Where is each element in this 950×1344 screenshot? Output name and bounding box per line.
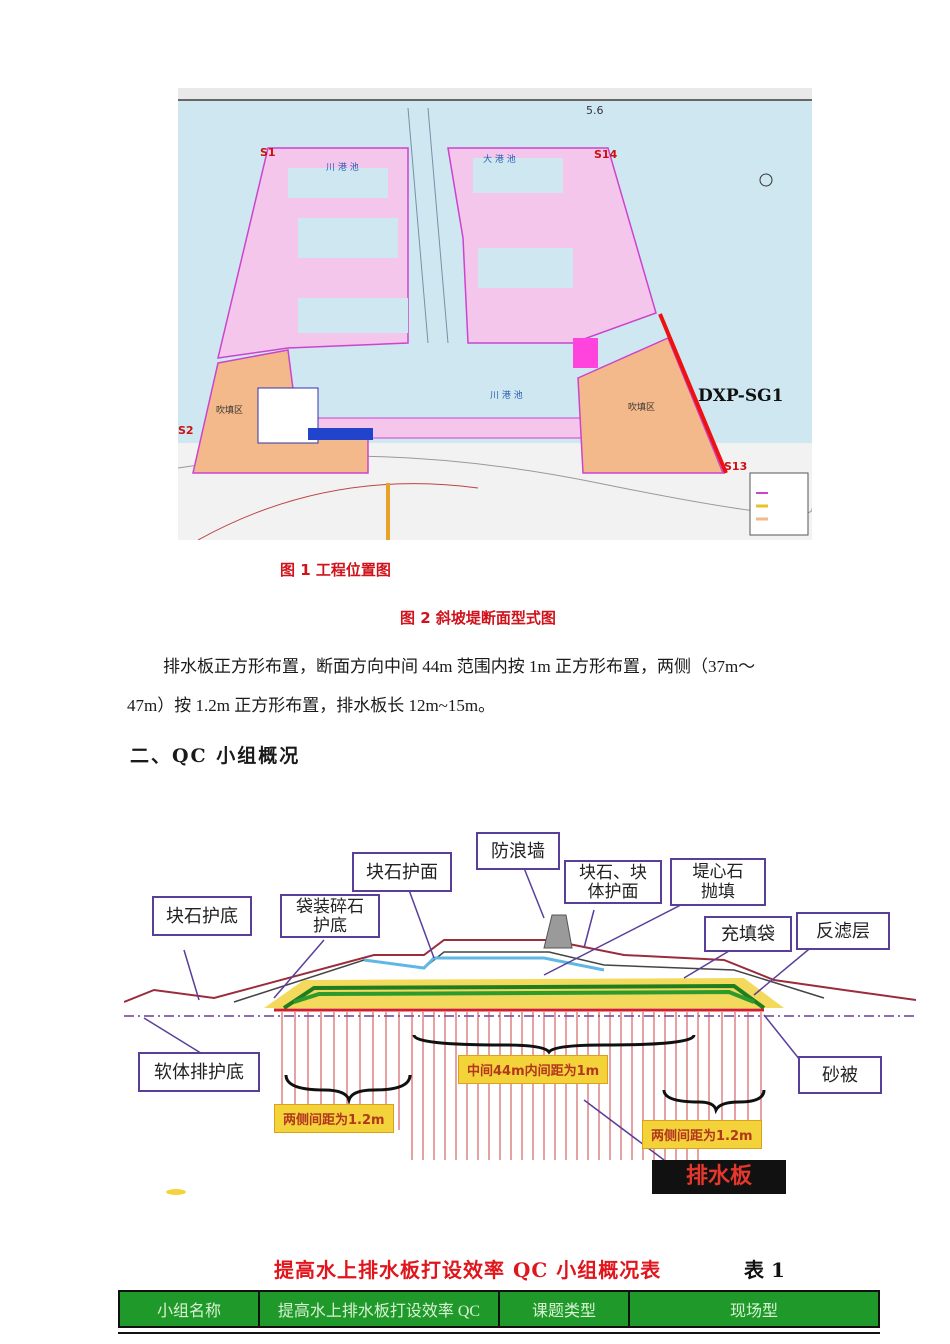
map-point-s13: S13: [724, 460, 748, 473]
spacing-left-label: 两侧间距为1.2m: [274, 1104, 394, 1133]
map-point-s1: S1: [260, 146, 276, 159]
figure1-caption: 图 1 工程位置图: [280, 561, 391, 579]
breakwater-section-diagram: 块石护底 袋装碎石 护底 块石护面 防浪墙 块石、块 体护面 堤心石 抛填 充填…: [123, 830, 917, 1195]
cell-topic-type-value: 现场型: [628, 1290, 880, 1328]
cell-topic-type-label: 课题类型: [498, 1290, 630, 1328]
figure2-caption: 图 2 斜坡堤断面型式图: [400, 609, 556, 627]
map-dock-2: 大 港 池: [483, 155, 516, 165]
label-wave-wall: 防浪墙: [476, 832, 560, 870]
map-point-s14: S14: [594, 148, 618, 161]
map-zone-right: 吹填区: [628, 403, 656, 413]
map-depth-label: 5.6: [586, 104, 604, 117]
label-filter-layer: 反滤层: [796, 912, 890, 950]
cell-group-name-label: 小组名称: [118, 1290, 260, 1328]
paragraph-line-2: 47m）按 1.2m 正方形布置，排水板长 12m~15m。: [127, 696, 496, 715]
label-bagged-gravel: 袋装碎石 护底: [280, 894, 380, 938]
map-dock-3: 川 港 池: [490, 391, 523, 401]
label-block-face: 块石护面: [352, 852, 452, 892]
label-fill-bag: 充填袋: [704, 916, 792, 952]
label-core-stone: 堤心石 抛填: [670, 858, 766, 906]
project-location-map: DXP-SG1 S1 S14 S2 S13 5.6 吹填区 吹填区 川 港 池 …: [177, 88, 813, 541]
table-number: 表 1: [744, 1258, 785, 1282]
section-heading: 二、QC 小组概况: [130, 745, 301, 767]
map-point-s2: S2: [178, 424, 194, 437]
cell-group-name-value: 提高水上排水板打设效率 QC: [258, 1290, 500, 1328]
map-label-dxp-sg1: DXP-SG1: [698, 386, 784, 406]
table-title: 提高水上排水板打设效率 QC 小组概况表: [274, 1258, 662, 1282]
label-soft-mat: 软体排护底: [138, 1052, 260, 1092]
map-dock-1: 川 港 池: [326, 163, 359, 173]
spacing-right-label: 两侧间距为1.2m: [642, 1120, 762, 1149]
table-bottom-border: [118, 1332, 880, 1334]
label-block-bottom: 块石护底: [152, 896, 252, 936]
label-sand-quilt: 砂被: [798, 1056, 882, 1094]
paragraph-line-1: 排水板正方形布置，断面方向中间 44m 范围内按 1m 正方形布置，两侧（37m…: [163, 657, 756, 676]
label-drain-board: 排水板: [652, 1160, 786, 1194]
table-row: 小组名称 提高水上排水板打设效率 QC 课题类型 现场型: [118, 1290, 880, 1328]
map-zone-left: 吹填区: [216, 406, 244, 416]
label-block-body-face: 块石、块 体护面: [564, 860, 662, 904]
qc-overview-table: 小组名称 提高水上排水板打设效率 QC 课题类型 现场型: [118, 1290, 880, 1328]
spacing-middle-label: 中间44m内间距为1m: [458, 1055, 609, 1084]
